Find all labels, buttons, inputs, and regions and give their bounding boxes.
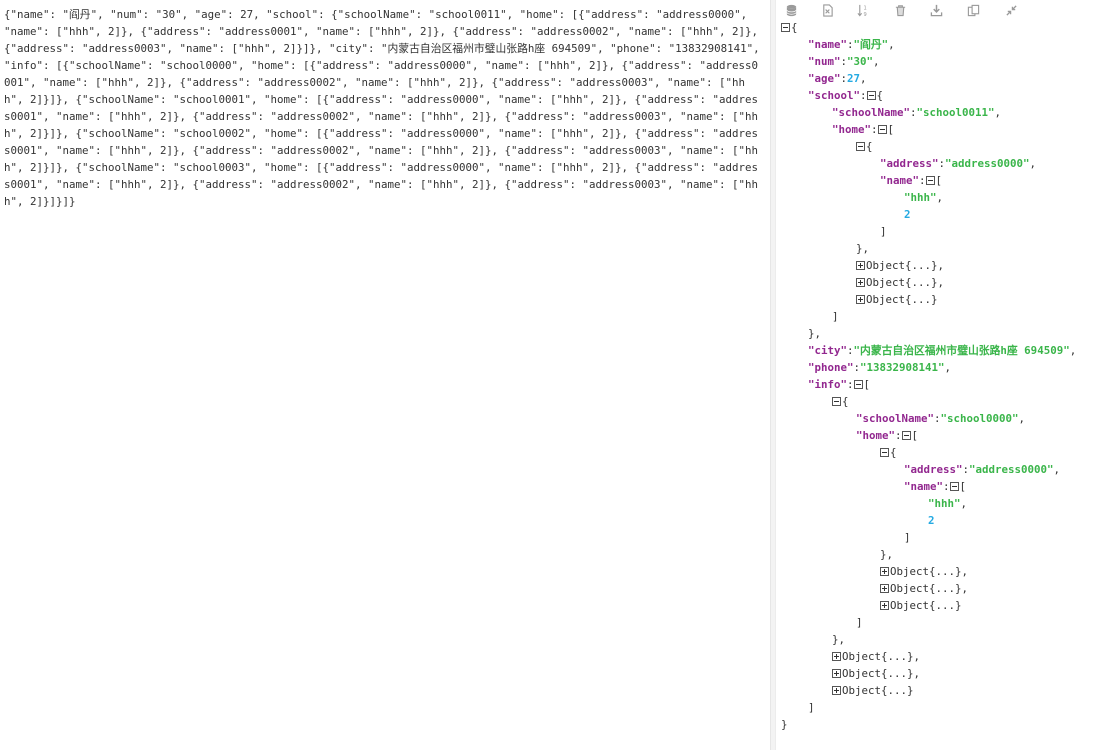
tree-row-array-string: "hhh", (928, 497, 968, 510)
tree-row-collapsed-object[interactable]: Object{...}, (781, 563, 1111, 580)
tree-row-collapsed-object[interactable]: Object{...}, (781, 665, 1111, 682)
collapse-toggle[interactable] (856, 142, 865, 151)
expand-toggle[interactable] (880, 584, 889, 593)
tree-row-num: "num":"30", (808, 55, 880, 68)
tree-row-object-open: { (781, 393, 1111, 410)
collapse-toggle[interactable] (949, 482, 959, 491)
tree-row-array-number: 2 (928, 514, 935, 527)
expand-toggle[interactable] (880, 567, 889, 576)
download-icon[interactable] (929, 4, 943, 18)
tree-row-school: "school":{ (808, 89, 884, 102)
copy-icon[interactable] (966, 4, 980, 18)
collapse-toggle[interactable] (866, 91, 876, 100)
tree-row-collapsed-object[interactable]: Object{...}, (781, 274, 1111, 291)
collapse-icon[interactable] (1004, 4, 1018, 18)
collapse-toggle[interactable] (901, 431, 911, 440)
tree-row-array-close: ] (904, 531, 911, 544)
collapse-toggle[interactable] (880, 448, 889, 457)
tree-row-object-close: }, (880, 548, 894, 561)
raw-json-text[interactable]: {"name": "阎丹", "num": "30", "age": 27, "… (4, 8, 767, 208)
tree-row-array-close: ] (880, 225, 887, 238)
collapse-toggle[interactable] (925, 176, 935, 185)
tree-row-collapsed-object[interactable]: Object{...}, (781, 580, 1111, 597)
json-tree: { "name":"阎丹", "num":"30", "age":27, "sc… (781, 19, 1111, 733)
tree-row-object-open: { (781, 444, 1111, 461)
expand-toggle[interactable] (880, 601, 889, 610)
tree-root-open: { (781, 19, 1111, 36)
tree-row-collapsed-object[interactable]: Object{...} (781, 291, 1111, 308)
tree-row-object-close: }, (856, 242, 870, 255)
tree-row-collapsed-object[interactable]: Object{...} (781, 597, 1111, 614)
tree-row-phone: "phone":"13832908141", (808, 361, 952, 374)
file-icon[interactable] (820, 4, 834, 18)
tree-row-array-string: "hhh", (904, 191, 944, 204)
tree-row-name-array: "name":[ (904, 480, 967, 493)
tree-row-collapsed-object[interactable]: Object{...}, (781, 257, 1111, 274)
tree-row-home-close: ] (832, 310, 839, 323)
tree-row-name-array: "name":[ (880, 174, 943, 187)
collapse-toggle[interactable] (853, 380, 863, 389)
collapse-toggle[interactable] (832, 397, 841, 406)
tree-row-schoolname: "schoolName":"school0011", (832, 106, 1002, 119)
expand-toggle[interactable] (856, 278, 865, 287)
tree-row-city: "city":"内蒙古自治区福州市璧山张路h座 694509", (808, 344, 1077, 357)
tree-row-schoolname: "schoolName":"school0000", (856, 412, 1026, 425)
collapse-toggle[interactable] (781, 23, 790, 32)
tree-row-object-close: }, (832, 633, 846, 646)
expand-toggle[interactable] (832, 686, 841, 695)
expand-toggle[interactable] (856, 261, 865, 270)
tree-row-info-close: ] (808, 701, 815, 714)
tree-row-object-open: { (781, 138, 1111, 155)
database-icon[interactable] (784, 4, 798, 18)
tree-row-address: "address":"address0000", (904, 463, 1061, 476)
tree-row-age: "age":27, (808, 72, 867, 85)
tree-row-home-close: ] (856, 616, 863, 629)
expand-toggle[interactable] (832, 669, 841, 678)
collapse-toggle[interactable] (877, 125, 887, 134)
tree-row-home: "home":[ (856, 429, 919, 442)
tree-root-close: } (781, 718, 788, 731)
tree-row-collapsed-object[interactable]: Object{...}, (781, 648, 1111, 665)
tree-row-school-close: }, (808, 327, 822, 340)
svg-text:9: 9 (863, 12, 866, 17)
tree-row-collapsed-object[interactable]: Object{...} (781, 682, 1111, 699)
trash-icon[interactable] (893, 4, 907, 18)
expand-toggle[interactable] (832, 652, 841, 661)
pane-divider[interactable] (770, 0, 776, 750)
tree-row-info: "info":[ (808, 378, 871, 391)
tree-row-home: "home":[ (832, 123, 895, 136)
expand-toggle[interactable] (856, 295, 865, 304)
raw-json-pane[interactable]: {"name": "阎丹", "num": "30", "age": 27, "… (0, 0, 770, 750)
tree-row-name: "name":"阎丹", (808, 38, 895, 51)
svg-text:1: 1 (863, 6, 866, 12)
tree-row-array-number: 2 (904, 208, 911, 221)
tree-row-address: "address":"address0000", (880, 157, 1037, 170)
